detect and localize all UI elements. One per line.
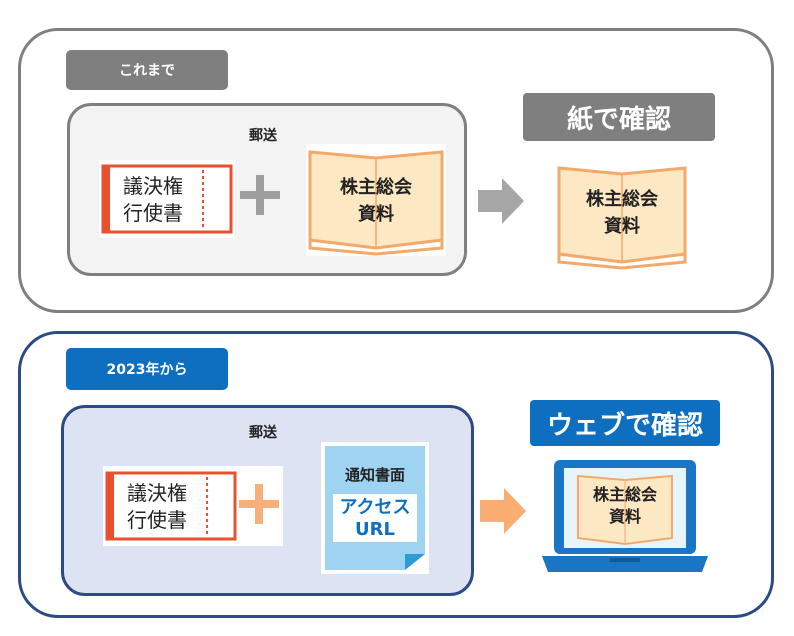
laptop-icon xyxy=(542,460,708,572)
book-label-line2: 資料 xyxy=(604,216,640,237)
laptop-label-line1: 株主総会 xyxy=(592,485,657,504)
laptop-label-line2: 資料 xyxy=(608,507,641,526)
access-url-line2: URL xyxy=(355,519,395,540)
previous-voting-form: 議決権 行使書 xyxy=(99,160,235,238)
access-notice-document: 通知書面 アクセス URL xyxy=(321,442,429,574)
new-voting-form: 議決権 行使書 xyxy=(103,466,283,546)
paper-confirm-title: 紙で確認 xyxy=(523,93,715,141)
voting-form-label-line1: 議決権 xyxy=(123,174,183,198)
web-confirm-title: ウェブで確認 xyxy=(530,400,720,446)
book-icon xyxy=(557,166,687,270)
book-label-line2: 資料 xyxy=(358,204,394,225)
new-method-tag: 2023年から xyxy=(66,348,228,390)
document-icon xyxy=(325,446,425,570)
previous-meeting-materials: 株主総会 資料 xyxy=(306,144,446,256)
previous-mail-label: 郵送 xyxy=(249,128,277,144)
voting-form-icon xyxy=(101,164,233,234)
arrow-right-icon xyxy=(478,178,524,224)
laptop: 株主総会 資料 xyxy=(538,458,712,576)
arrow-right-icon xyxy=(480,488,526,534)
paper-meeting-materials: 株主総会 資料 xyxy=(555,160,689,270)
new-mail-label: 郵送 xyxy=(249,425,277,441)
plus-icon xyxy=(239,484,279,524)
book-icon xyxy=(308,150,444,256)
previous-method-tag: これまで xyxy=(66,50,228,90)
voting-form-label-line2: 行使書 xyxy=(123,201,183,225)
access-url-line1: アクセス xyxy=(339,497,411,518)
notice-title: 通知書面 xyxy=(344,466,405,484)
previous-method-panel xyxy=(18,28,774,313)
book-label-line1: 株主総会 xyxy=(586,189,658,210)
voting-form-label-line1: 議決権 xyxy=(127,481,187,505)
new-method-panel xyxy=(18,331,774,618)
voting-form-icon xyxy=(105,471,237,541)
book-label-line1: 株主総会 xyxy=(340,177,412,198)
voting-form-label-line2: 行使書 xyxy=(127,508,187,532)
plus-icon xyxy=(240,175,280,215)
